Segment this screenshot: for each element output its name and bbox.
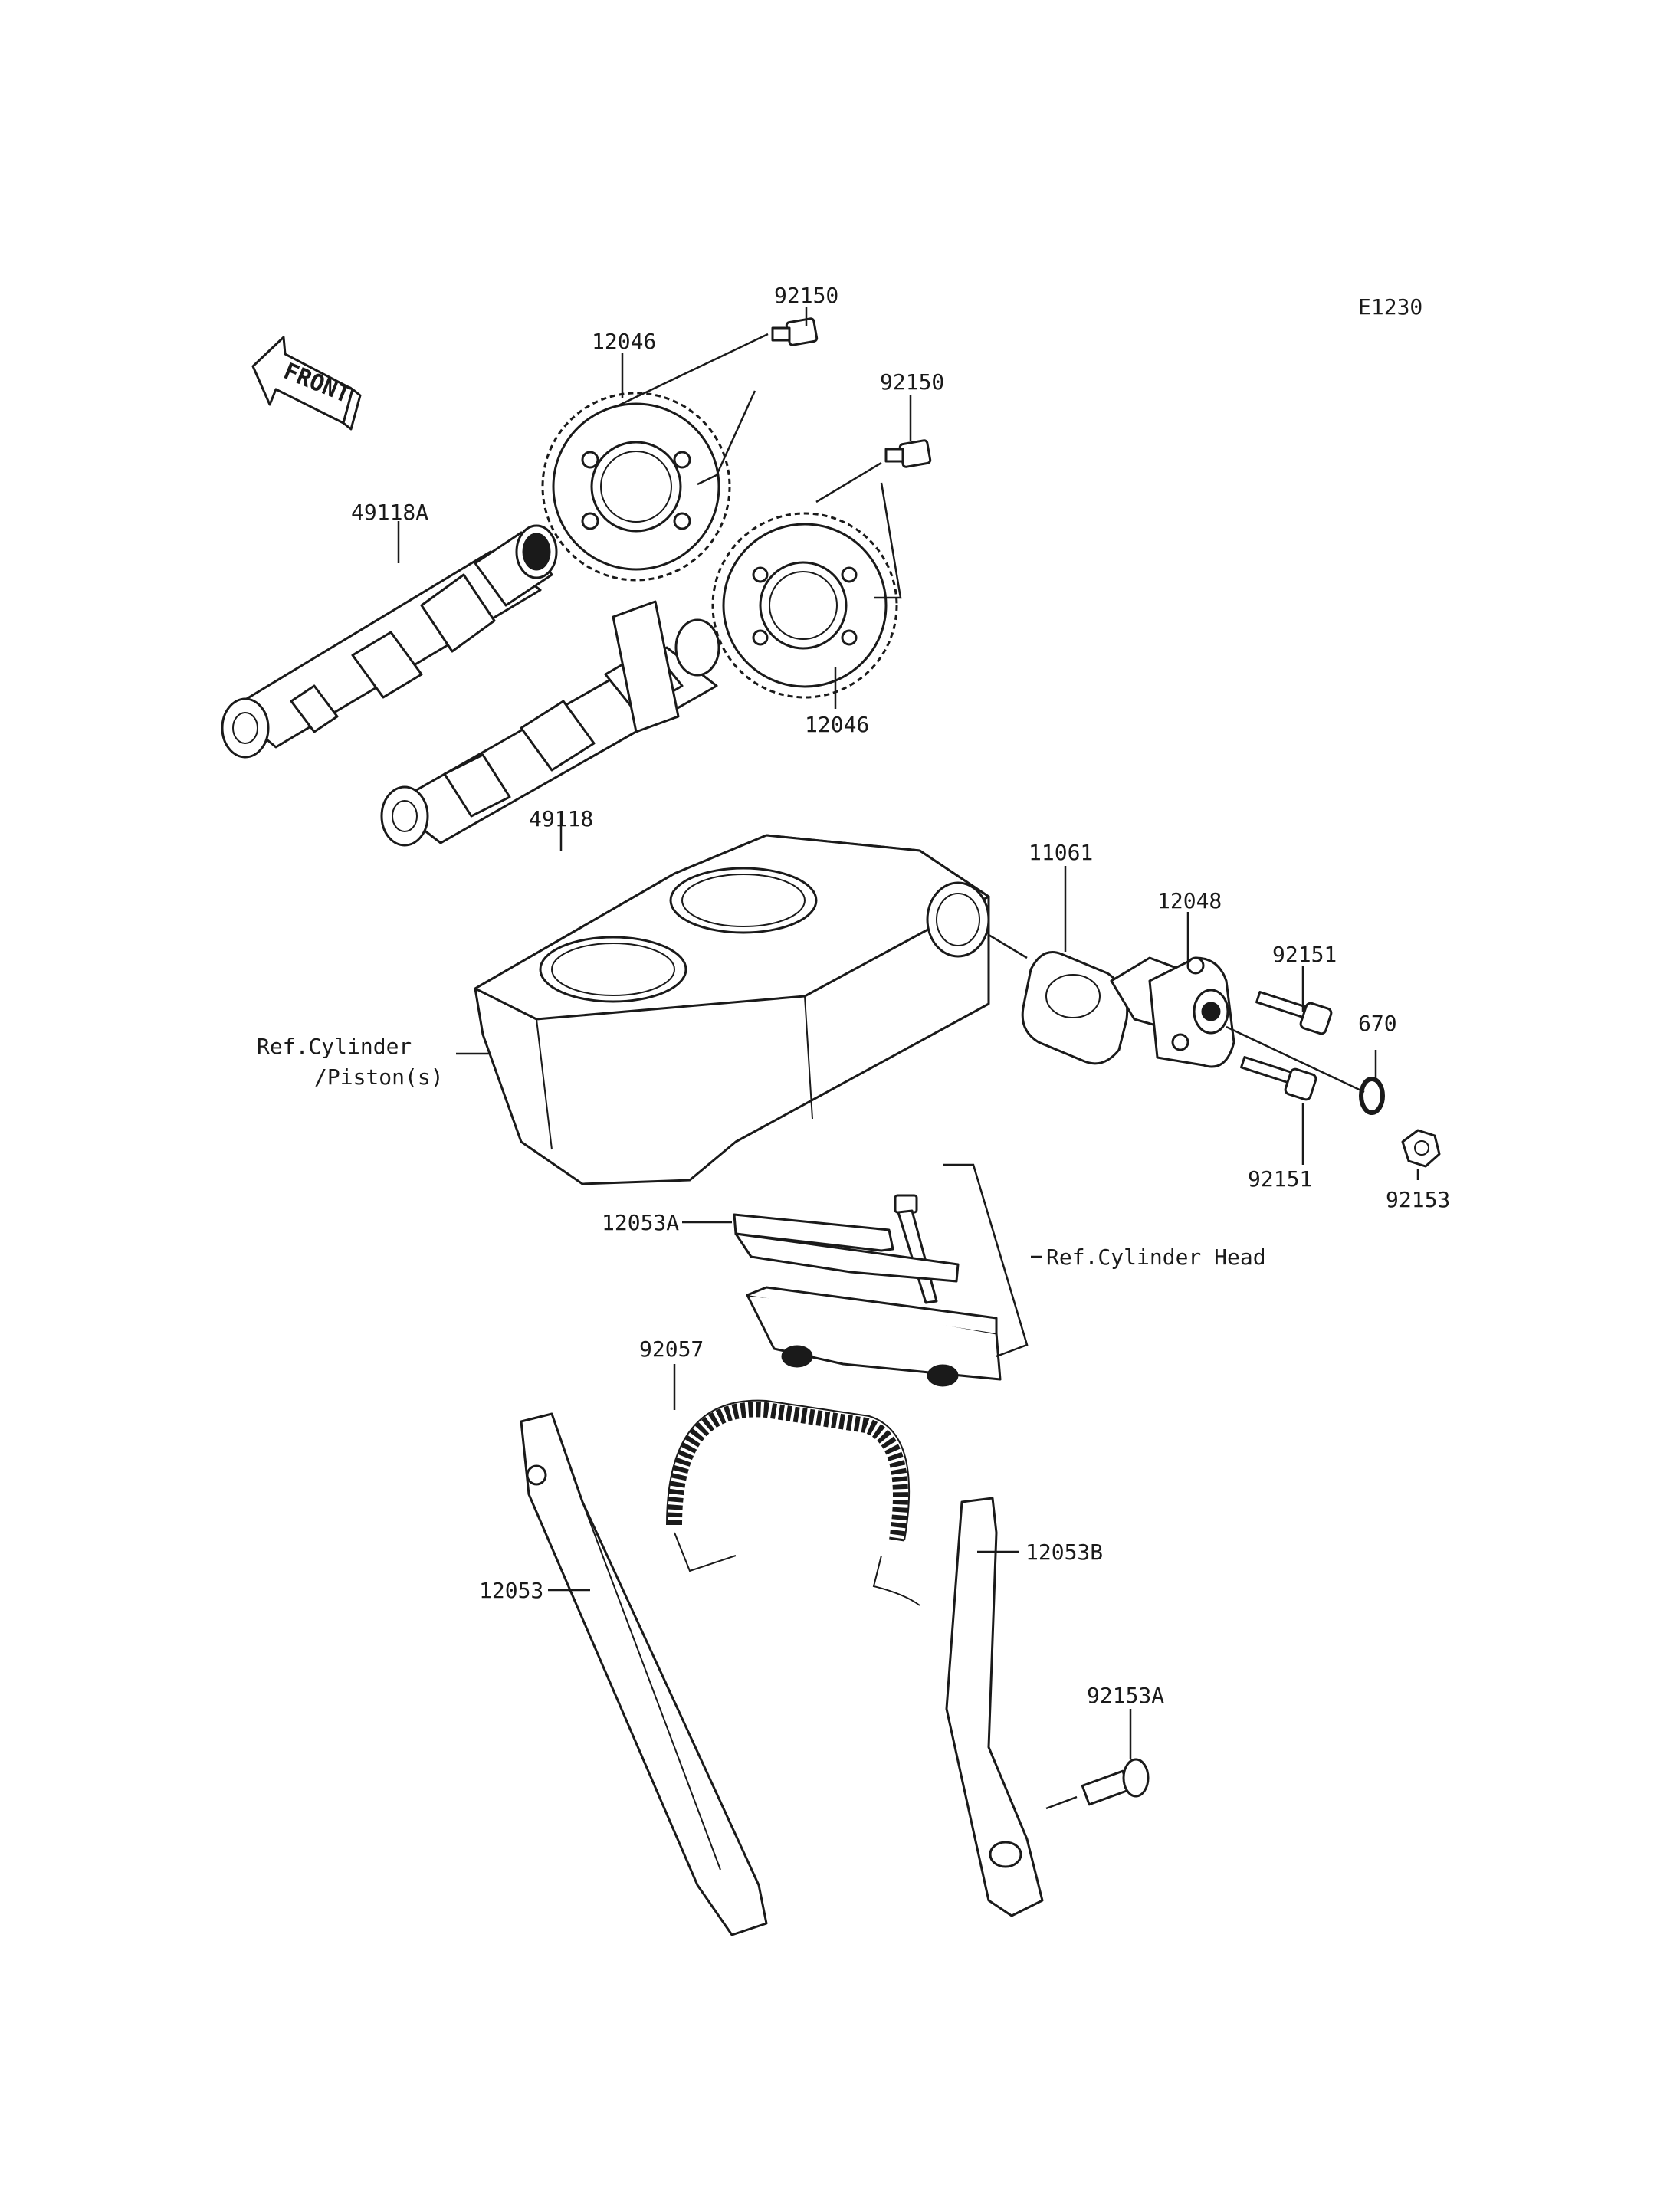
bolt-92150-right [884, 439, 932, 468]
label-92151-top: 92151 [1272, 942, 1337, 967]
label-92153: 92153 [1386, 1187, 1450, 1212]
cam-sprocket-lower [711, 512, 898, 699]
o-ring-670 [1359, 1077, 1385, 1115]
cylinder-head-bolt [894, 1194, 938, 1304]
cam-sprocket-upper [541, 392, 731, 582]
bolt-92151-lower [1240, 1056, 1317, 1101]
bolt-92151-upper [1255, 991, 1333, 1035]
label-ref-cylinder: Ref.Cylinder [257, 1034, 412, 1059]
label-12053A: 12053A [602, 1210, 679, 1235]
label-92153A: 92153A [1087, 1683, 1164, 1708]
guide-holder [746, 1286, 1002, 1387]
camshaft-49118 [380, 600, 720, 847]
tensioner-guide-12053B [945, 1497, 1044, 1917]
leader-lines [397, 307, 1419, 1810]
nut-92153 [1401, 1129, 1441, 1168]
pivot-bolt-92153A [1081, 1758, 1150, 1806]
label-670: 670 [1358, 1011, 1397, 1036]
chain-guide-12053 [520, 1412, 768, 1936]
label-ref-piston: /Piston(s) [314, 1064, 444, 1090]
timing-chain-92057 [666, 1399, 920, 1606]
front-arrow-icon: FRONT [251, 336, 362, 431]
camshaft-49118A [221, 524, 558, 759]
label-ref-cylinder-head: Ref.Cylinder Head [1046, 1244, 1266, 1270]
diagram-code: E1230 [1358, 294, 1422, 320]
label-92057: 92057 [639, 1336, 704, 1362]
label-12053B: 12053B [1025, 1540, 1103, 1565]
label-49118: 49118 [529, 806, 593, 831]
label-12048: 12048 [1157, 888, 1222, 913]
cylinder-block [474, 834, 990, 1185]
label-12053: 12053 [479, 1578, 543, 1603]
label-92150-top: 92150 [774, 283, 838, 308]
chain-guide-12053A [733, 1213, 960, 1283]
label-92150-right: 92150 [880, 369, 944, 395]
label-12046-bottom: 12046 [805, 712, 869, 737]
label-92151-bottom: 92151 [1248, 1166, 1312, 1192]
label-49118A: 49118A [351, 500, 428, 525]
bolt-92150-upper [771, 317, 819, 346]
label-11061: 11061 [1029, 840, 1093, 865]
label-12046-top: 12046 [592, 329, 656, 354]
gasket-11061 [1021, 951, 1129, 1065]
cam-chain-tensioner-12048 [1110, 956, 1235, 1068]
